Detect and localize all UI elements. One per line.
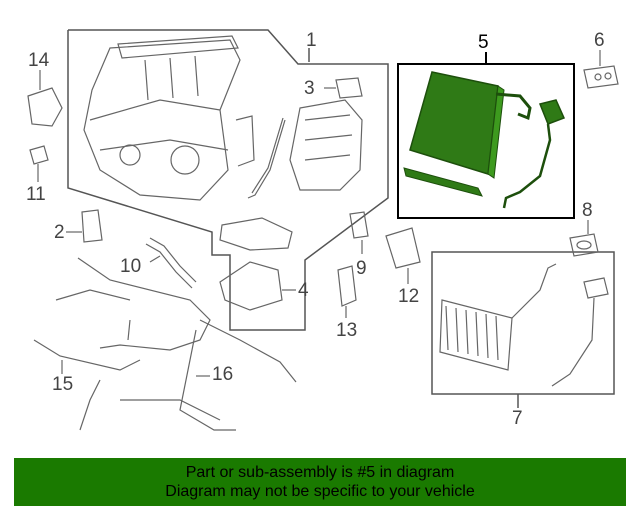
info-banner: Part or sub-assembly is #5 in diagram Di… [14,458,626,506]
callout-13: 13 [336,320,358,341]
part-12-bracket [385,227,421,284]
callout-3: 3 [304,78,315,99]
parts-diagram [27,29,619,431]
callout-8: 8 [582,200,593,221]
callout-1: 1 [306,30,317,51]
assembly-5-outline [397,52,575,219]
assembly-7-outline [431,251,615,408]
part-4-bracket [219,217,296,311]
callout-15: 15 [52,374,74,395]
banner-line-1: Part or sub-assembly is #5 in diagram [185,464,455,481]
callout-7: 7 [512,408,523,429]
callout-6: 6 [594,30,605,51]
callout-5: 5 [478,32,489,53]
callout-12: 12 [398,286,420,307]
callout-2: 2 [54,222,65,243]
part-6-plate [583,50,619,89]
part-14-actuator [27,70,63,127]
callout-4: 4 [298,280,309,301]
banner-line-2: Diagram may not be specific to your vehi… [165,483,475,500]
wire-harness-16 [79,319,297,431]
part-11-sensor [29,145,49,182]
callout-11: 11 [26,184,46,205]
part-3-clip [324,77,363,99]
wire-harness-15 [33,257,211,374]
callout-16: 16 [212,364,234,385]
callout-10: 10 [120,256,142,277]
callout-14: 14 [28,50,50,71]
part-13-sensor [337,265,357,318]
assembly-1-outline [67,29,389,331]
part-10-tube [145,237,197,289]
hvac-housing [83,35,255,201]
evaporator-core [403,71,566,209]
part-8-grommet [569,220,599,257]
part-2-bracket [66,209,103,243]
blower-assembly [247,99,363,199]
heater-core [439,263,609,387]
callout-9: 9 [356,258,367,279]
part-9-clip [349,211,369,254]
